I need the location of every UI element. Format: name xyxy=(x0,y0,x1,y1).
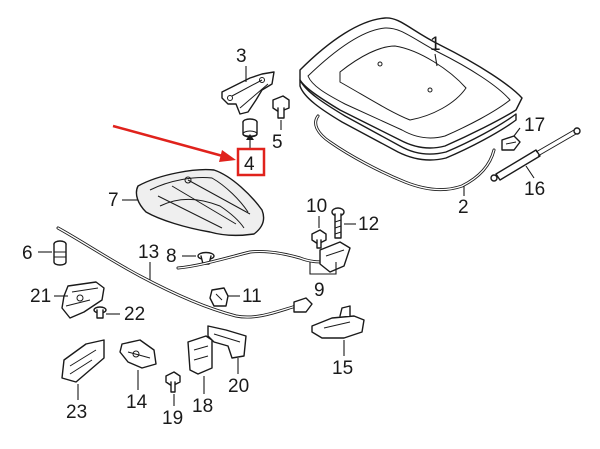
callout-18-label: 18 xyxy=(192,396,213,417)
strut-clip xyxy=(501,135,521,151)
callout-9-label: 9 xyxy=(314,280,325,301)
hood-striker xyxy=(311,305,365,339)
callout-17-label: 17 xyxy=(524,115,545,136)
latch-bolt xyxy=(311,229,327,249)
hood-hinge xyxy=(221,71,275,115)
callout-13-label: 13 xyxy=(138,242,159,263)
callout-3-label: 3 xyxy=(236,46,247,67)
callout-4-label: 4 xyxy=(244,154,255,175)
release-cable-long xyxy=(56,226,313,319)
highlight-arrow xyxy=(112,124,236,162)
callout-14-label: 14 xyxy=(126,392,148,413)
release-cable xyxy=(176,241,351,273)
callout-21-label: 21 xyxy=(30,286,51,307)
handle-screw xyxy=(93,306,107,319)
hood-insulator xyxy=(135,168,265,237)
hood-latch xyxy=(119,339,157,369)
latch-screw xyxy=(165,371,181,393)
cable-clip xyxy=(209,287,229,307)
callout-7-label: 7 xyxy=(108,190,119,211)
handle-bracket xyxy=(61,339,105,383)
callout-19-label: 19 xyxy=(162,408,183,429)
mounting-bolt xyxy=(331,207,345,239)
hood-lift-strut xyxy=(490,127,581,182)
callout-12-label: 12 xyxy=(358,214,379,235)
bumper-stop xyxy=(53,240,67,266)
hinge-bolt xyxy=(272,95,290,119)
hood-seal xyxy=(314,114,496,191)
callout-23-label: 23 xyxy=(66,402,87,423)
callout-5-label: 5 xyxy=(272,132,283,153)
callout-1-label: 1 xyxy=(430,34,441,55)
callout-10-label: 10 xyxy=(306,196,327,217)
support-bracket xyxy=(207,325,247,359)
callout-20-label: 20 xyxy=(228,376,249,397)
hood-panel xyxy=(299,17,523,161)
callout-16-label: 16 xyxy=(524,179,545,200)
callout-11-label: 11 xyxy=(242,286,262,307)
callout-6-label: 6 xyxy=(22,243,33,264)
latch-bracket xyxy=(187,335,213,375)
callout-22-label: 22 xyxy=(124,304,145,325)
callout-4-highlight-box xyxy=(236,147,266,177)
release-handle xyxy=(61,281,105,319)
callout-2-label: 2 xyxy=(458,197,469,218)
callout-8-label: 8 xyxy=(166,246,177,267)
callout-15-label: 15 xyxy=(332,358,353,379)
